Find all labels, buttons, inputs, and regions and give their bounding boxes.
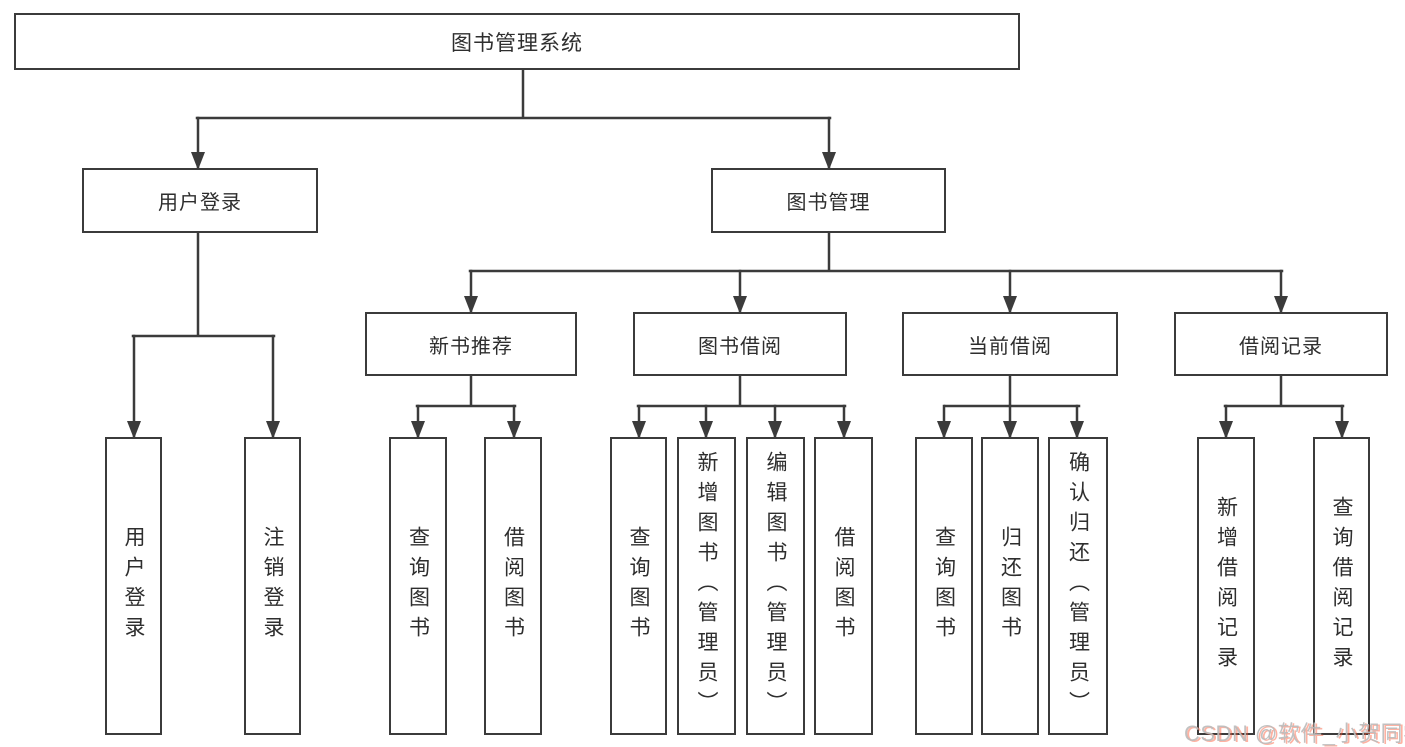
leaf-add-borrow-record-label: 新增借阅记录 [1214, 496, 1238, 676]
leaf-query-books-recommend: 查询图书 [389, 437, 447, 735]
node-current-borrow-label: 当前借阅 [968, 335, 1052, 358]
leaf-add-book-admin-label: 新增图书（管理员） [695, 451, 718, 721]
leaf-query-books-borrow: 查询图书 [610, 437, 667, 735]
leaf-borrow-books-label: 借阅图书 [832, 526, 855, 646]
leaf-borrow-books-recommend-label: 借阅图书 [501, 526, 525, 646]
leaf-logout-label: 注销登录 [261, 526, 284, 646]
node-new-book-recommend: 新书推荐 [365, 312, 577, 376]
leaf-confirm-return-admin: 确认归还（管理员） [1048, 437, 1108, 735]
node-book-borrow-label: 图书借阅 [698, 335, 782, 358]
node-new-book-recommend-label: 新书推荐 [429, 335, 513, 358]
leaf-add-borrow-record: 新增借阅记录 [1197, 437, 1255, 735]
leaf-user-login: 用户登录 [105, 437, 162, 735]
leaf-edit-book-admin: 编辑图书（管理员） [746, 437, 805, 735]
leaf-user-login-label: 用户登录 [122, 526, 145, 646]
node-borrow-records: 借阅记录 [1174, 312, 1388, 376]
leaf-query-borrow-record-label: 查询借阅记录 [1330, 496, 1353, 676]
leaf-logout: 注销登录 [244, 437, 301, 735]
leaf-confirm-return-admin-label: 确认归还（管理员） [1066, 451, 1090, 721]
leaf-query-books-recommend-label: 查询图书 [406, 526, 430, 646]
leaf-edit-book-admin-label: 编辑图书（管理员） [764, 451, 787, 721]
leaf-query-books-current: 查询图书 [915, 437, 973, 735]
node-user-login-label: 用户登录 [158, 192, 242, 214]
csdn-watermark: CSDN @软件_小贺同学 [1184, 721, 1405, 746]
node-book-borrow: 图书借阅 [633, 312, 847, 376]
leaf-return-book-label: 归还图书 [998, 526, 1022, 646]
leaf-query-books-borrow-label: 查询图书 [627, 526, 650, 646]
node-root: 图书管理系统 [14, 13, 1020, 70]
node-book-management-label: 图书管理 [786, 192, 871, 214]
leaf-query-borrow-record: 查询借阅记录 [1313, 437, 1370, 735]
leaf-query-books-current-label: 查询图书 [932, 526, 956, 646]
node-borrow-records-label: 借阅记录 [1239, 335, 1323, 358]
leaf-borrow-books: 借阅图书 [814, 437, 873, 735]
node-current-borrow: 当前借阅 [902, 312, 1118, 376]
node-user-login: 用户登录 [82, 168, 318, 233]
node-root-label: 图书管理系统 [451, 31, 583, 55]
leaf-borrow-books-recommend: 借阅图书 [484, 437, 542, 735]
leaf-return-book: 归还图书 [981, 437, 1039, 735]
leaf-add-book-admin: 新增图书（管理员） [677, 437, 736, 735]
node-book-management: 图书管理 [711, 168, 946, 233]
